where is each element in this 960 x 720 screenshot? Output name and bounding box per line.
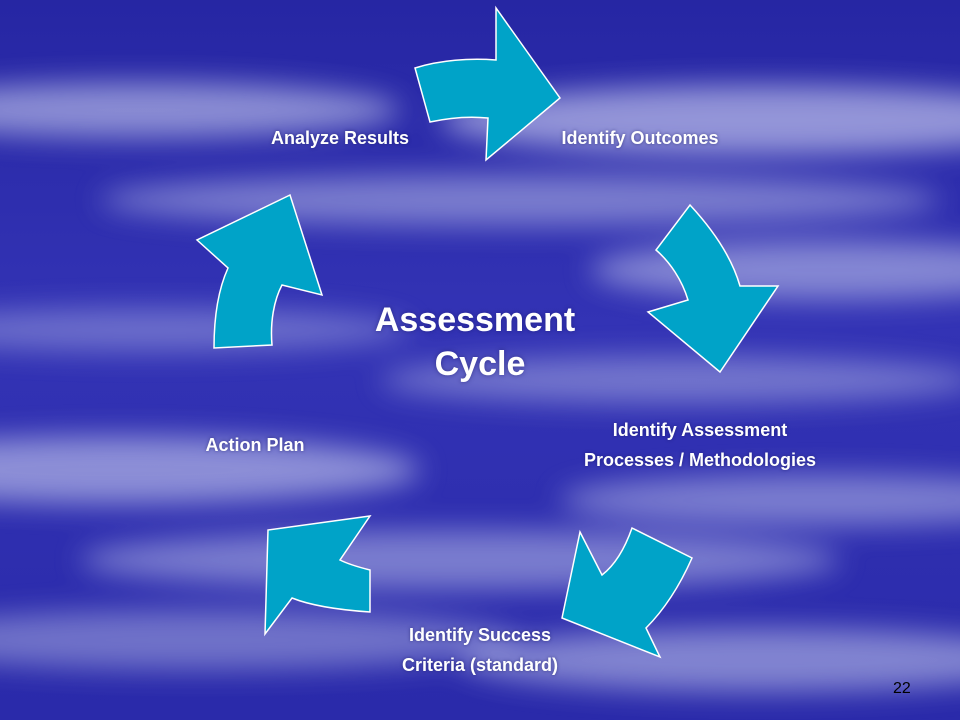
arrow-action-to-analyze xyxy=(195,193,324,349)
step-identify-assessment: Identify Assessment Processes / Methodol… xyxy=(520,415,880,475)
step-identify-success-line2: Criteria (standard) xyxy=(401,655,559,675)
arrow-criteria-to-action xyxy=(264,515,372,637)
step-identify-assessment-line1: Identify Assessment xyxy=(612,420,788,440)
step-action-plan: Action Plan xyxy=(205,435,305,455)
center-title: Assessment Cycle xyxy=(335,298,615,386)
step-identify-success-line1: Identify Success xyxy=(408,625,552,645)
step-analyze-results: Analyze Results xyxy=(270,128,410,148)
center-title-line1: Assessment xyxy=(374,301,576,339)
page-number: 22 xyxy=(893,680,911,697)
step-identify-assessment-line2: Processes / Methodologies xyxy=(583,450,817,470)
arrow-analyze-to-outcomes xyxy=(414,5,562,162)
arrow-assessment-to-criteria xyxy=(561,526,693,659)
step-identify-outcomes: Identify Outcomes xyxy=(561,128,719,148)
center-title-line2: Cycle xyxy=(434,345,526,383)
arrow-outcomes-to-assessment xyxy=(646,203,780,374)
step-identify-success: Identify Success Criteria (standard) xyxy=(350,620,610,680)
